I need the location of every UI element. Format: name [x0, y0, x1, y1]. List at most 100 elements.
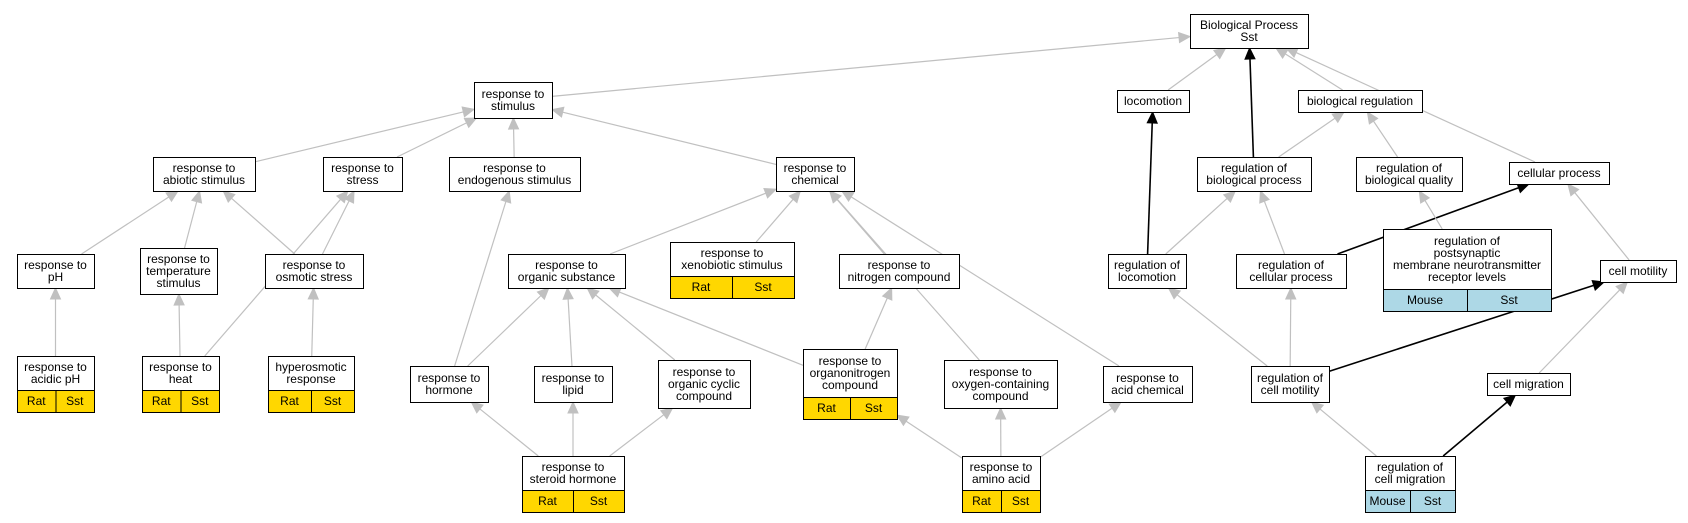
edge-response-to-chemical-to-response-to-stimulus: [550, 106, 777, 166]
term-label-line: response to: [149, 360, 212, 374]
organism-label: Rat: [152, 394, 171, 408]
term-label-line: response to: [784, 161, 847, 175]
gene-label: Sst: [1500, 293, 1518, 307]
arrowhead: [1310, 401, 1325, 414]
arrowhead: [470, 401, 484, 414]
term-box: [1190, 14, 1309, 49]
edge-cell-motility-to-cellular-process: [1567, 183, 1630, 261]
edge-response-to-stress-to-response-to-stimulus: [396, 117, 478, 158]
term-label-line: response to: [24, 360, 87, 374]
arrowhead: [895, 414, 910, 427]
term-label-line: response to: [819, 354, 882, 368]
arrowhead: [461, 106, 476, 118]
arrowhead: [1615, 281, 1629, 295]
term-box: [1251, 366, 1330, 403]
term-label-line: regulation of: [1258, 258, 1325, 272]
term-label-line: response to: [673, 365, 736, 379]
go-term-cell-migration[interactable]: cell migration: [1487, 373, 1571, 396]
edge-line: [311, 298, 314, 357]
edge-line: [567, 298, 573, 367]
term-box: [410, 366, 489, 403]
go-term-cell-motility[interactable]: cell motility: [1600, 260, 1677, 283]
organism-label: Rat: [538, 494, 557, 508]
term-label-line: response to: [1116, 371, 1179, 385]
term-box: [839, 254, 960, 289]
arrowhead: [1178, 31, 1192, 44]
edge-line: [1249, 58, 1255, 158]
edge-regulation-of-cellular-process-to-cellular-process: [1337, 182, 1531, 255]
term-label-line: cellular process: [1249, 270, 1332, 284]
term-label-line: cell motility: [1609, 264, 1668, 278]
edge-line: [231, 197, 296, 255]
arrowhead: [222, 190, 236, 203]
edge-line: [1167, 53, 1218, 91]
term-label-line: endogenous stimulus: [458, 173, 571, 187]
term-label-line: locomotion: [1124, 94, 1182, 108]
arrowhead: [1567, 183, 1580, 197]
go-term-locomotion[interactable]: locomotion: [1117, 90, 1190, 113]
edge-response-to-organonitrogen-compound-to-response-to-organic-substance: [608, 286, 804, 366]
arrowhead: [1222, 190, 1237, 204]
term-label-line: response to: [542, 460, 605, 474]
organism-label: Rat: [692, 280, 711, 294]
term-label-line: organic substance: [518, 270, 616, 284]
term-box: [1509, 162, 1610, 185]
arrowhead: [507, 116, 520, 130]
term-box: [1298, 90, 1423, 113]
edge-line: [396, 122, 467, 158]
edge-regulation-of-cellular-process-to-regulation-of-biological-process: [1259, 189, 1286, 255]
term-label-line: compound: [822, 378, 878, 392]
edge-response-to-stimulus-to-biological-process: [551, 31, 1192, 97]
edge-line: [178, 304, 181, 357]
edge-response-to-hormone-to-response-to-endogenous-stimulus: [454, 189, 512, 367]
arrowhead: [165, 190, 179, 203]
term-box: [17, 254, 95, 289]
edge-response-to-osmotic-stress-to-response-to-abiotic-stimulus: [222, 190, 296, 255]
edge-response-to-organic-substance-to-response-to-chemical: [609, 188, 778, 255]
term-label-line: response to: [868, 258, 931, 272]
edge-regulation-of-biological-process-to-biological-process: [1244, 46, 1256, 158]
go-term-cellular-process[interactable]: cellular process: [1509, 162, 1610, 185]
gene-label: Sst: [191, 394, 209, 408]
term-label-line: response to: [24, 258, 87, 272]
term-box: [658, 360, 751, 409]
term-label-line: amino acid: [972, 472, 1030, 486]
term-label-line: heat: [169, 372, 193, 386]
term-label-line: regulation of: [1114, 258, 1181, 272]
term-box: [534, 366, 613, 403]
arrowhead: [1212, 47, 1227, 60]
edge-regulation-of-cell-motility-to-regulation-of-locomotion: [1167, 287, 1268, 367]
go-term-biological-regulation[interactable]: biological regulation: [1298, 90, 1423, 113]
